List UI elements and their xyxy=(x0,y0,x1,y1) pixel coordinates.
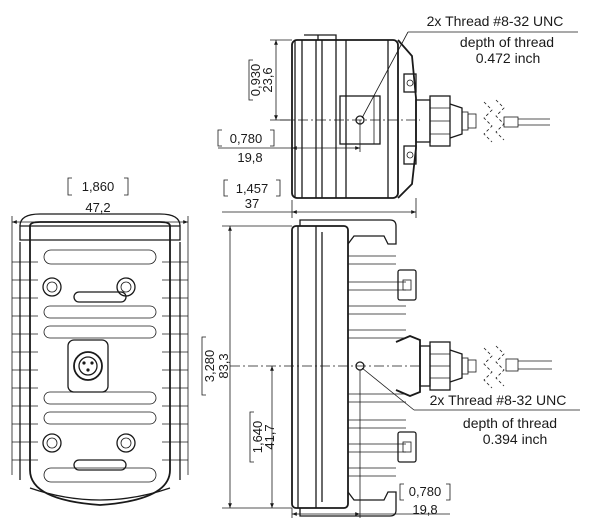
bottom-slot xyxy=(73,459,127,471)
mount-bolt-bl xyxy=(42,433,62,453)
top-slot xyxy=(73,291,127,303)
front-view-body xyxy=(29,221,171,506)
side-note-depth-value: 0.394 inch xyxy=(483,431,548,447)
dim-top-depth-in: 1,457 xyxy=(236,181,269,196)
mount-bolt-tl xyxy=(42,277,62,297)
mount-bolt-br xyxy=(116,433,136,453)
side-lug-bottom xyxy=(397,431,417,463)
dim-top-offset-mm: 19,8 xyxy=(237,150,262,165)
dim-top-height-mm: 23,6 xyxy=(260,67,275,92)
dim-side-offset-mm: 19,8 xyxy=(412,502,437,517)
side-view-dimensions: 3,280 83,3 1,640 41,7 0,780 19,8 2x Thre… xyxy=(201,225,580,518)
side-note-thread: 2x Thread #8-32 UNC xyxy=(430,392,567,408)
dim-top-height-in: 0,930 xyxy=(248,64,263,97)
dim-side-height-in: 3,280 xyxy=(202,350,217,383)
front-fins xyxy=(11,242,189,480)
side-view-body xyxy=(291,225,349,509)
dim-side-height-mm: 83,3 xyxy=(216,353,231,378)
top-view xyxy=(280,34,550,199)
front-view xyxy=(11,213,189,506)
mount-bolt-tr xyxy=(116,277,136,297)
top-note-depth-value: 0.472 inch xyxy=(476,50,541,66)
side-cable-gland xyxy=(419,345,431,387)
top-view-body xyxy=(291,39,399,199)
top-note-depth-label: depth of thread xyxy=(460,34,554,50)
dim-side-half-in: 1,640 xyxy=(250,421,265,454)
connector xyxy=(67,339,109,393)
dim-top-offset-in: 0,780 xyxy=(230,131,263,146)
cable-gland xyxy=(415,99,431,143)
dim-top-depth-mm: 37 xyxy=(245,196,259,211)
top-view-dimensions: 0,930 23,6 0,780 19,8 1,457 37 2x Thread… xyxy=(217,13,578,218)
dim-front-width-mm: 47,2 xyxy=(85,200,110,215)
side-lug-top xyxy=(397,269,417,301)
dim-side-half-mm: 41,7 xyxy=(262,424,277,449)
side-view xyxy=(230,219,552,517)
side-fins xyxy=(348,255,406,477)
front-view-dimensions: 1,860 47,2 xyxy=(11,177,189,250)
dim-side-offset-in: 0,780 xyxy=(409,484,442,499)
dim-front-width-in: 1,860 xyxy=(82,179,115,194)
side-note-depth-label: depth of thread xyxy=(463,415,557,431)
top-note-thread: 2x Thread #8-32 UNC xyxy=(427,13,564,29)
